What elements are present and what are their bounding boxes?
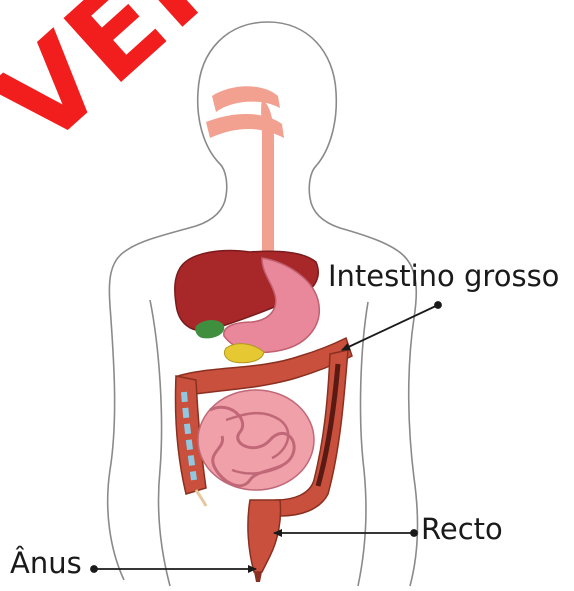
esophagus (206, 86, 284, 258)
label-anus: Ânus (10, 549, 82, 578)
small-intestine (198, 390, 314, 490)
rectum (248, 500, 281, 572)
pointer-anus (91, 566, 256, 572)
right-arm-inner (358, 302, 368, 586)
label-large-intestine: Intestino grosso (328, 262, 559, 291)
pointer-rectum (274, 530, 417, 536)
appendix (196, 490, 206, 506)
left-arm-inner (150, 300, 170, 586)
pointer-large-intestine (342, 302, 441, 350)
label-rectum: Recto (421, 515, 503, 544)
anus (254, 572, 262, 582)
